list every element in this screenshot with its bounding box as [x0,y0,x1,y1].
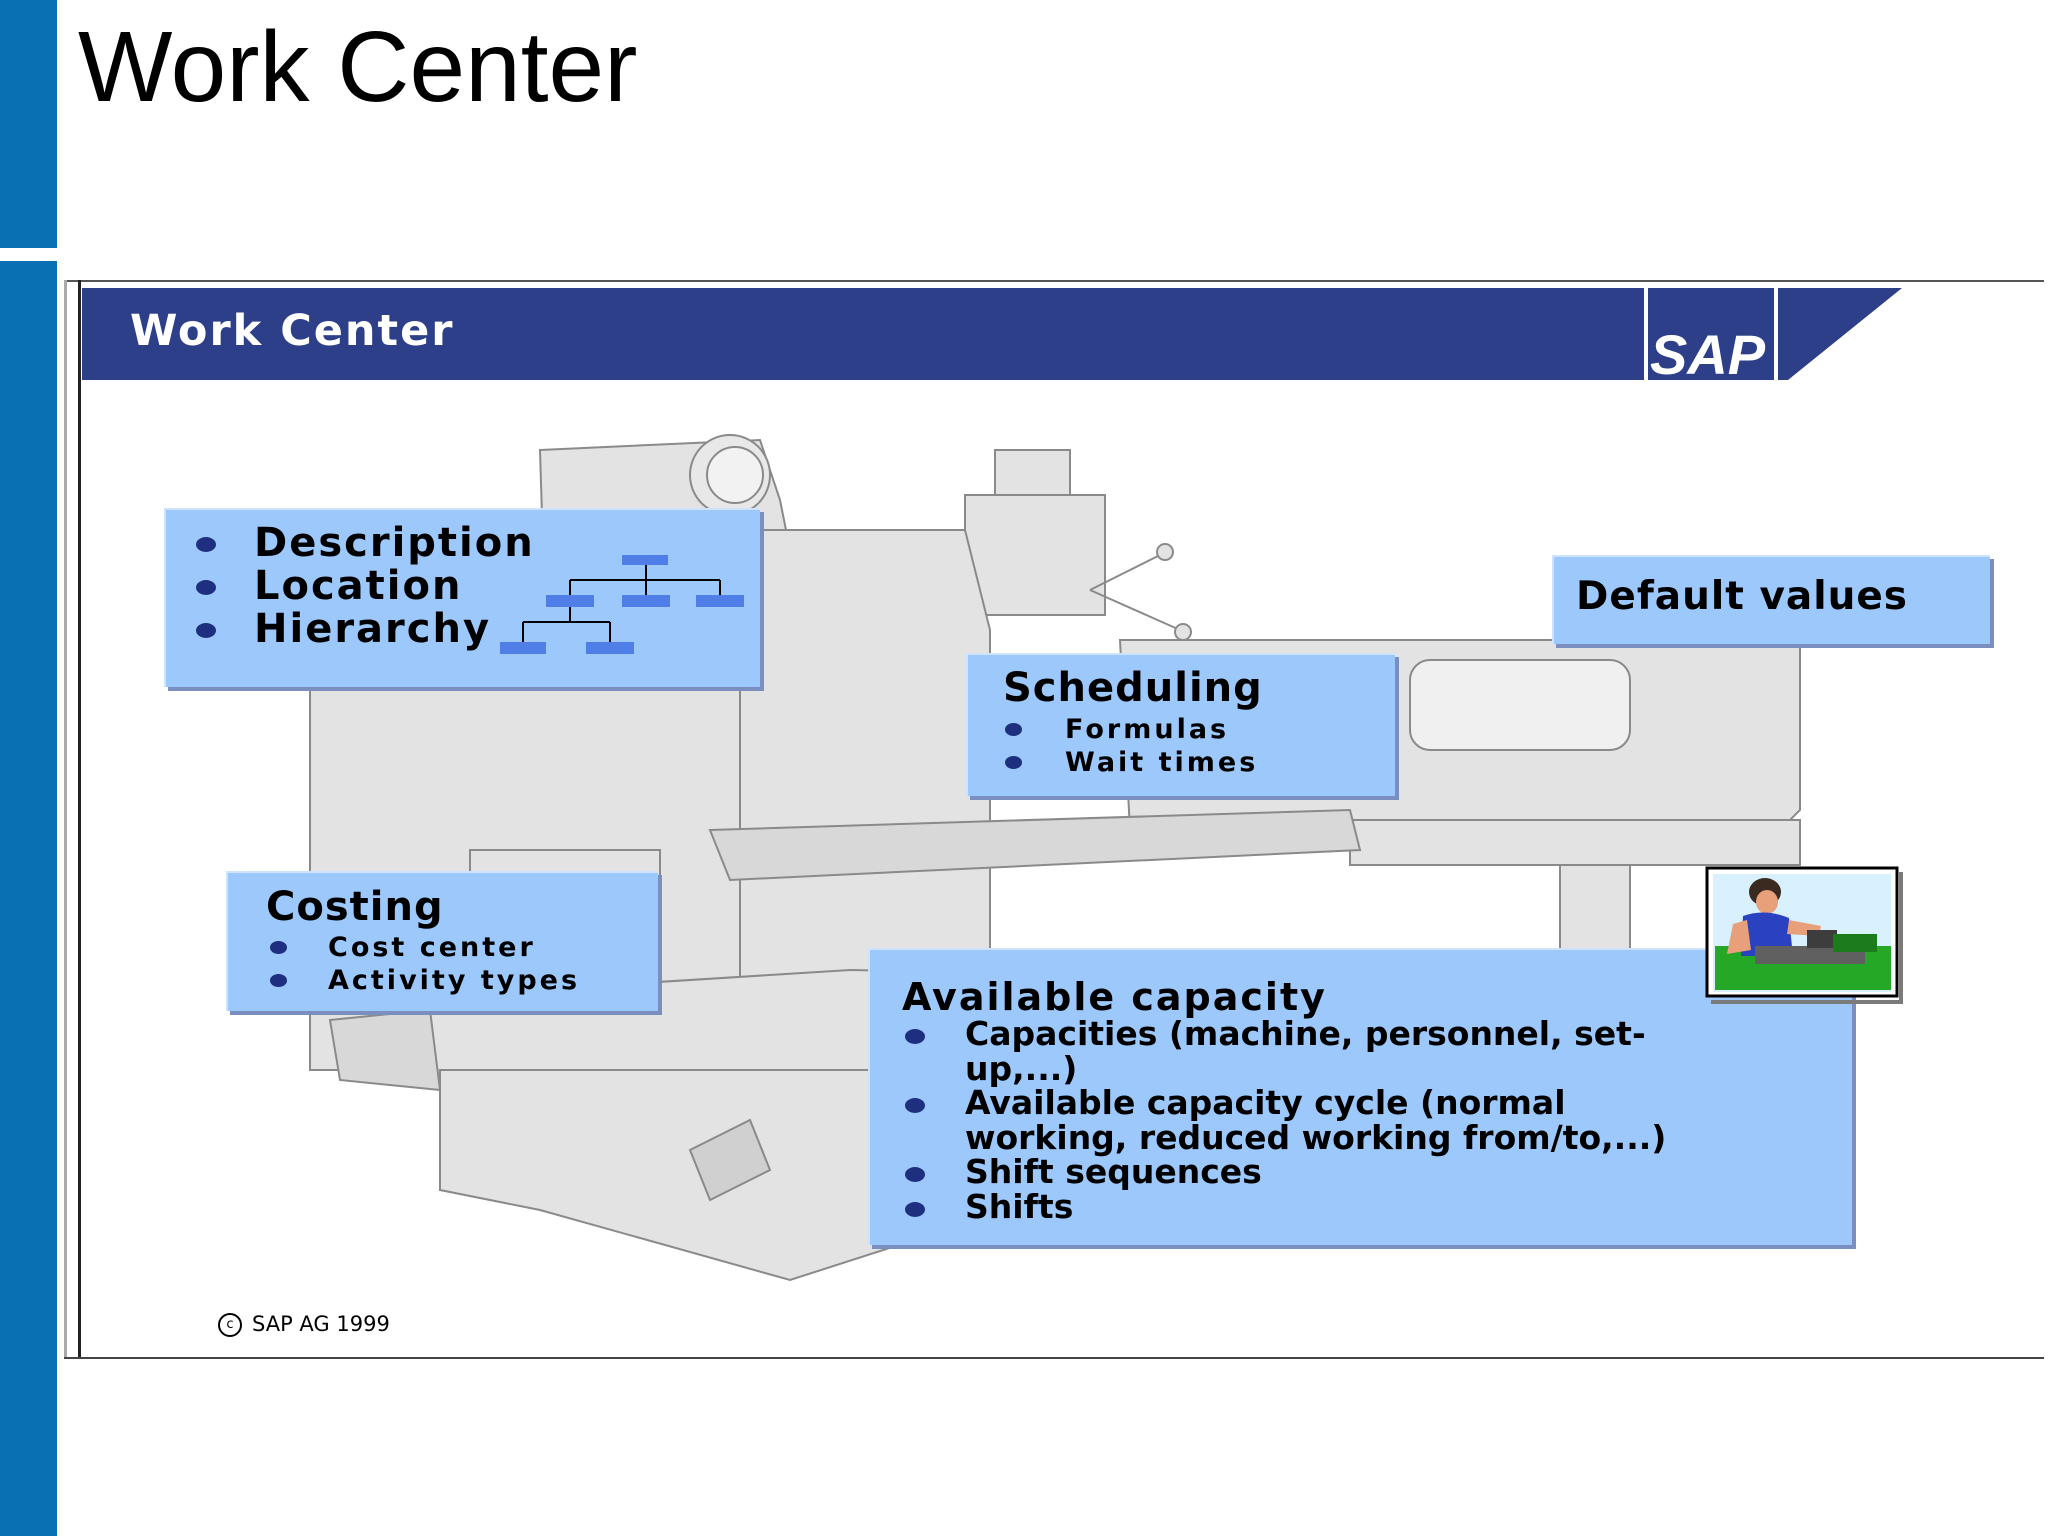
bullet-text: Available capacity cycle (normal [965,1083,1566,1122]
list-item: Location [194,565,535,608]
list-item-continuation: up,...) [903,1048,1666,1088]
bullet-text: Cost center [328,932,536,963]
bullet-text: Shift sequences [965,1152,1262,1191]
bullet-icon [270,974,287,987]
copyright-icon: c [218,1313,242,1337]
slide-border-left [64,280,67,1357]
header-wedge: SAP [1640,288,1902,386]
costing-title: Costing [266,884,444,930]
slide-border-left-inner [78,280,81,1357]
bullet-icon [1005,723,1022,736]
list-item: Hierarchy [194,608,535,651]
scheduling-box [966,653,1395,796]
list-item: Formulas [1003,713,1258,746]
bullet-text: Shifts [965,1186,1074,1226]
sidebar-accent-bottom [0,261,57,1536]
list-item: Wait times [1003,746,1258,779]
costing-box [226,871,658,1011]
page-title: Work Center [78,11,638,123]
bullet-icon [270,941,287,954]
default-values-title: Default values [1576,574,1908,619]
bullet-text: Formulas [1065,714,1230,745]
bullet-text: up,...) [965,1048,1078,1088]
bullet-icon [196,537,216,552]
bullet-text: Activity types [328,965,581,996]
bullet-icon [905,1167,925,1182]
bullet-icon [196,623,216,638]
costing-list: Cost center Activity types [268,931,580,997]
list-item: Cost center [268,931,580,964]
bullet-text: Wait times [1065,747,1259,778]
capacity-list: Capacities (machine, personnel, set- up,… [903,1014,1667,1226]
slide-footer: c SAP AG 1999 [218,1312,390,1337]
sap-logo-icon: SAP [1650,323,1766,386]
sidebar-accent-top [0,0,57,248]
hierarchy-icon [500,555,744,654]
bullet-text: Location [254,563,463,609]
bullet-icon [905,1201,925,1217]
list-item: Capacities (machine, personnel, set- [903,1014,1666,1053]
footer-text: SAP AG 1999 [252,1312,390,1336]
bullet-icon [196,580,216,595]
slide-header [82,288,1644,380]
available-capacity-title: Available capacity [902,975,1327,1019]
list-item: Shifts [903,1186,1666,1226]
bullet-icon [905,1098,925,1113]
bullet-icon [905,1029,925,1044]
available-capacity-box [868,948,1852,1245]
default-values-box [1552,555,1990,644]
bullet-text: Description [254,520,535,566]
worker-icon [1705,866,1903,1004]
description-list: Description Location Hierarchy [194,522,535,651]
list-item-continuation: working, reduced working from/to,...) [903,1117,1667,1157]
list-item: Shift sequences [903,1152,1666,1191]
slide-header-title: Work Center [130,306,455,356]
list-item: Description [194,522,535,565]
bullet-text: working, reduced working from/to,...) [965,1117,1667,1157]
list-item: Available capacity cycle (normal [903,1083,1666,1122]
bullet-icon [1005,756,1022,769]
bullet-text: Capacities (machine, personnel, set- [965,1014,1646,1053]
scheduling-list: Formulas Wait times [1003,713,1258,779]
list-item: Activity types [268,964,580,997]
bullet-text: Hierarchy [254,606,492,652]
scheduling-title: Scheduling [1003,665,1263,711]
